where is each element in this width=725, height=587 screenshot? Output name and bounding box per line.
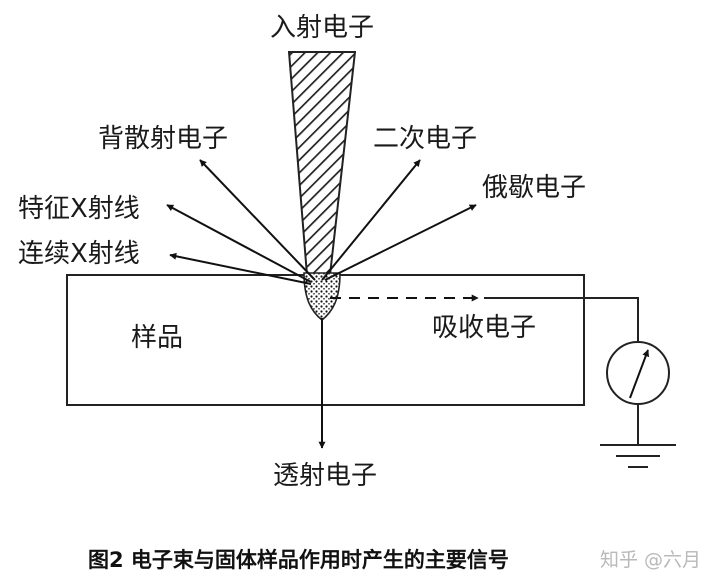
continuous-xray-arrow xyxy=(169,252,312,285)
continuous-xray-label: 连续X射线 xyxy=(18,239,140,269)
characteristic-xray-label: 特征X射线 xyxy=(18,194,140,224)
backscattered-electron-label: 背散射电子 xyxy=(98,124,228,154)
ammeter-needle xyxy=(629,349,650,399)
absorbed-current-wire xyxy=(484,297,639,342)
incident-electron-label: 入射电子 xyxy=(270,13,374,43)
ground-icon xyxy=(600,444,676,468)
watermark: 知乎 @六月 xyxy=(600,549,701,571)
figure-caption: 图2 电子束与固体样品作用时产生的主要信号 xyxy=(88,548,509,572)
auger-arrow xyxy=(324,204,477,281)
secondary-electron-label: 二次电子 xyxy=(373,124,477,154)
incident-electron-beam xyxy=(287,51,357,276)
secondary-arrow xyxy=(321,159,421,281)
backscattered-arrow xyxy=(199,159,316,281)
transmitted-electron-label: 透射电子 xyxy=(273,461,377,491)
characteristic-xray-arrow xyxy=(166,204,312,283)
sample-label: 样品 xyxy=(131,323,183,353)
absorbed-electron-label: 吸收电子 xyxy=(432,313,536,343)
auger-electron-label: 俄歇电子 xyxy=(482,173,586,203)
ammeter-icon xyxy=(606,341,670,405)
